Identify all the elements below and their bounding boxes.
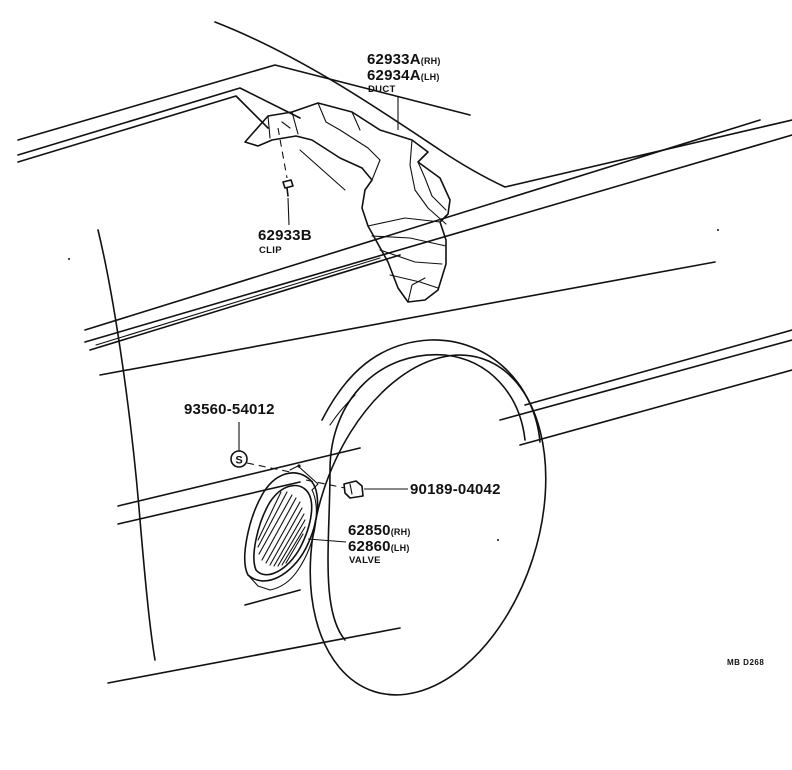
nut-number: 90189-04042 xyxy=(410,481,501,498)
clip-label: 62933B CLIP xyxy=(258,227,312,256)
clip-number: 62933B xyxy=(258,227,312,244)
duct-rh-number: 62933A xyxy=(367,51,421,68)
duct-lh-number: 62934A xyxy=(367,67,421,84)
valve-description: VALVE xyxy=(349,555,381,566)
nut-part-drawing xyxy=(305,479,408,499)
duct-label: 62933A(RH) 62934A(LH) DUCT xyxy=(367,51,441,95)
screw-number: 93560-54012 xyxy=(184,401,275,418)
valve-leader-line xyxy=(307,538,347,543)
svg-text:62850(RH): 62850(RH) xyxy=(348,522,411,539)
valve-part-drawing xyxy=(244,464,319,591)
duct-rh-suffix: (RH) xyxy=(421,56,441,66)
valve-label: 62850(RH) 62860(LH) VALVE xyxy=(348,522,411,566)
valve-louvers xyxy=(257,491,306,567)
valve-lh-suffix: (LH) xyxy=(391,543,410,553)
valve-lh-number: 62860 xyxy=(348,538,391,555)
valve-rh-number: 62850 xyxy=(348,522,391,539)
svg-text:62934A(LH): 62934A(LH) xyxy=(367,67,440,84)
svg-text:62860(LH): 62860(LH) xyxy=(348,538,410,555)
clip-description: CLIP xyxy=(259,245,282,256)
car-body-outline xyxy=(17,21,792,696)
screw-label: 93560-54012 xyxy=(184,401,275,418)
screw-symbol: S xyxy=(230,422,301,475)
nut-label: 90189-04042 xyxy=(410,481,501,498)
valve-rh-suffix: (RH) xyxy=(391,527,411,537)
clip-part-drawing xyxy=(277,127,294,226)
svg-text:62933A(RH): 62933A(RH) xyxy=(367,51,441,68)
screw-symbol-letter: S xyxy=(235,455,242,467)
diagram-code: MB D268 xyxy=(727,658,764,667)
duct-part-drawing xyxy=(244,102,451,303)
duct-description: DUCT xyxy=(368,84,396,95)
duct-lh-suffix: (LH) xyxy=(421,72,440,82)
